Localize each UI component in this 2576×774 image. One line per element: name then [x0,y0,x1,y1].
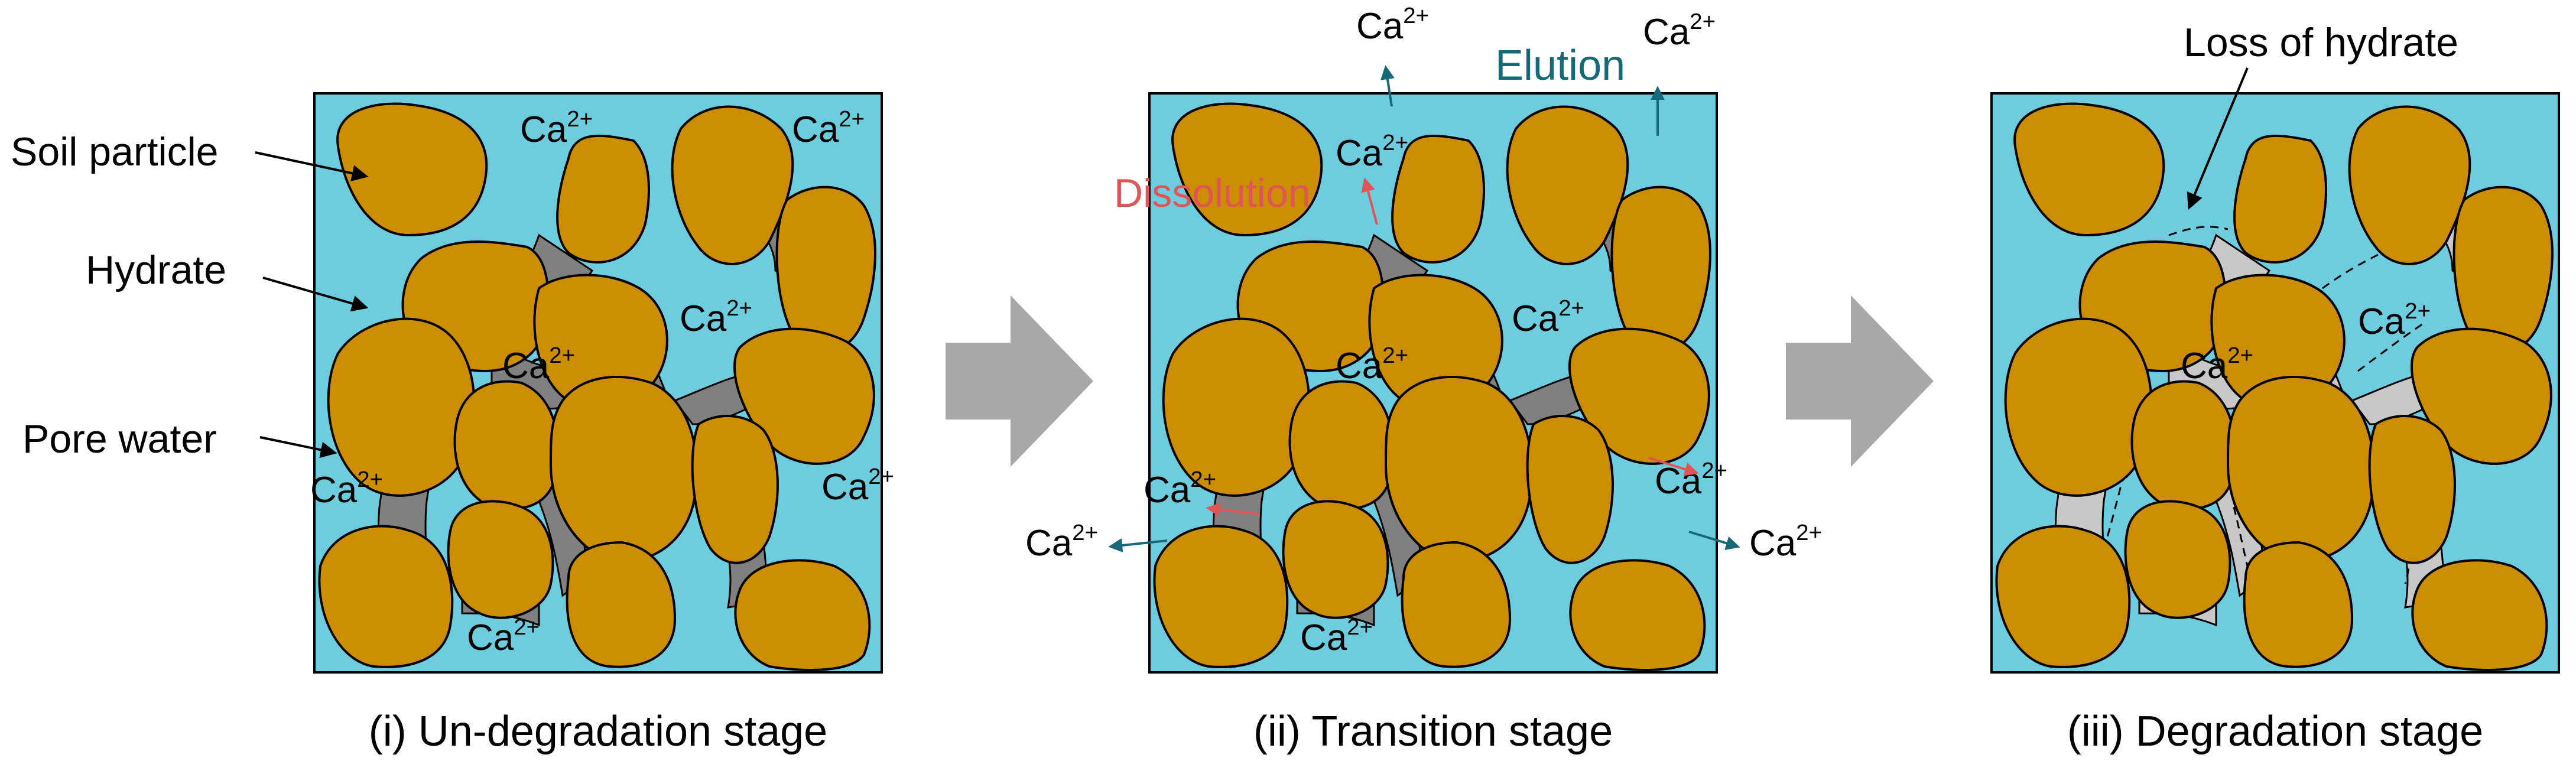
soil-grain [2233,134,2327,264]
elution-label: Elution [1495,42,1625,89]
soil-grain [1153,525,1289,668]
soil-grain [447,500,554,619]
calcium-ion-label: Ca2+ [502,343,575,386]
lost-hydrate-outline [2357,323,2424,372]
calcium-ion-label: Ca2+ [520,106,593,150]
soil-grain [2210,274,2346,408]
soil-grain [2348,105,2471,265]
panel-transition [1148,92,1718,674]
soil-grain [671,105,794,265]
caption-3: (iii) Degradation stage [2067,708,2483,755]
calcium-ion-label: Ca2+ [1336,130,1408,174]
ion-flow-arrow [1108,538,1168,552]
soil-grain [1391,134,1485,264]
panel-degradation [1990,92,2560,674]
ion-flow-arrow [1361,177,1378,225]
panel-undegradation [313,92,883,674]
soil-grain [1288,380,1395,510]
soil-grain [533,274,668,408]
calcium-ion-label: Ca2+ [2181,343,2253,386]
soil-particle-label: Soil particle [11,129,219,174]
soil-grain [1569,559,1706,671]
pore-water-label: Pore water [22,417,217,461]
lost-hydrate-outline [2168,226,2229,236]
dissolution-label: Dissolution [1114,171,1311,216]
soil-grain [566,541,677,668]
calcium-ion-label: Ca2+ [1300,614,1373,658]
soil-grain [1610,186,1711,353]
soil-grain [2124,500,2231,619]
soil-grain [327,317,476,497]
hydrate-label: Hydrate [86,248,226,292]
soil-grain [549,376,699,562]
caption-2: (ii) Transition stage [1253,708,1613,755]
ion-flow-arrow [1206,502,1259,517]
loss-of-hydrate-leader [2187,67,2249,210]
ion-flow-arrow [1648,457,1699,476]
calcium-ion-label: Ca2+ [1749,520,1822,564]
soil-grain [691,415,779,564]
soil-grain [2226,376,2376,562]
soil-grain [556,134,650,264]
calcium-ion-label: Ca2+ [2358,298,2431,342]
soil-grain [2368,415,2456,564]
lost-hydrate-outline [2392,471,2411,584]
soil-grain [1995,525,2131,668]
caption-1: (i) Un-degradation stage [369,708,827,755]
soil-grain [734,559,871,671]
soil-grain [1171,102,1323,237]
ion-flow-arrow [1688,531,1740,550]
loss-of-hydrate-label: Loss of hydrate [2184,20,2458,65]
soil-grain [1384,376,1534,562]
soil-grain [1368,274,1503,408]
soil-particle-leader [255,151,369,181]
calcium-ion-label: Ca2+ [1512,295,1584,339]
calcium-ion-label: Ca2+ [1643,9,1716,53]
hydrate-leader [262,277,369,312]
soil-grain [453,380,560,510]
ion-flow-arrow [1380,65,1395,107]
calcium-ion-label: Ca2+ [1025,520,1098,564]
calcium-ion-label: Ca2+ [792,106,865,150]
stage-arrow-1 [946,295,1093,467]
soil-grain [336,102,488,237]
calcium-ion-label: Ca2+ [1144,467,1216,510]
soil-grain [1526,415,1614,564]
calcium-ion-label: Ca2+ [467,614,540,658]
calcium-ion-label: Ca2+ [821,464,894,508]
calcium-ion-label: Ca2+ [310,467,383,510]
ion-flow-arrows [1108,65,1740,552]
soil-grain [2452,186,2554,353]
soil-grain [2411,559,2548,671]
calcium-ion-label: Ca2+ [1336,343,1408,386]
calcium-ion-label: Ca2+ [1356,3,1429,47]
soil-grain [775,186,876,353]
soil-grain [318,525,454,668]
calcium-ion-labels: Ca2+ Ca2+ Ca2+ Ca2+ Ca2+ Ca2+ Ca2+ Ca2+ Ca2+ Ca2+… [310,3,2431,658]
calcium-ion-label: Ca2+ [680,295,752,339]
soil-grain [1401,541,1512,668]
soil-grain [1282,500,1389,619]
soil-grain [2013,102,2165,237]
soil-grain [2004,317,2153,497]
pore-water-leader [259,436,337,458]
stage-arrow-2 [1786,295,1934,467]
soil-grain [2243,541,2354,668]
soil-grain [1506,105,1629,265]
soil-grain [1162,317,1311,497]
soil-grain [2130,380,2237,510]
